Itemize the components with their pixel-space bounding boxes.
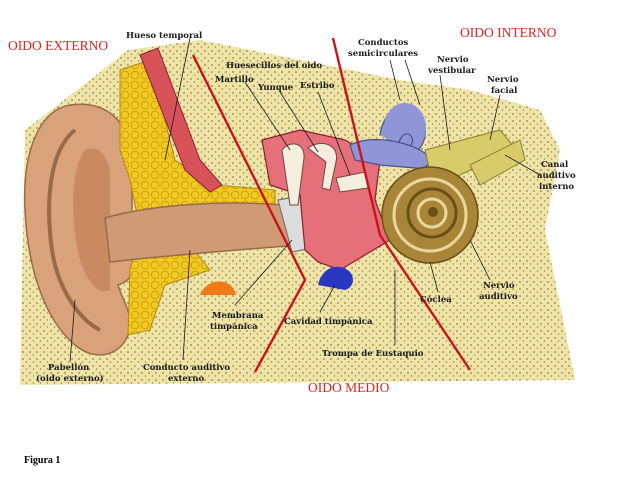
- leader-lines: [69, 37, 541, 363]
- cochlea-shape: [381, 166, 479, 264]
- pinna-fold: [47, 128, 101, 332]
- facial-nerve: [469, 139, 526, 186]
- label-membrane-2: timpánica: [210, 321, 258, 332]
- label-temporal-bone: Hueso temporal: [126, 31, 203, 41]
- temporal-muscle: [139, 47, 223, 193]
- semicircular-canals: [349, 103, 430, 169]
- label-semicircular-2: semicirculares: [348, 49, 418, 59]
- label-vestibular-1: Nervio: [437, 55, 469, 65]
- eustachian-tube: [318, 266, 353, 290]
- label-ossicles: Huesecillos del oido: [226, 61, 322, 71]
- pinna-inner-fold: [73, 148, 110, 292]
- label-auditory-nerve-2: auditivo: [479, 292, 518, 302]
- label-cochlea: Cóclea: [420, 294, 452, 305]
- malleus: [281, 143, 305, 206]
- label-pinna-2: (oido externo): [36, 373, 104, 384]
- figure-caption: Figura 1: [24, 455, 60, 466]
- label-facial-2: facial: [491, 86, 518, 96]
- label-incus: Yunque: [257, 83, 294, 93]
- region-inner-ear: OIDO INTERNO: [460, 25, 557, 40]
- label-membrane-1: Membrana: [212, 311, 264, 321]
- label-canal-1: Canal: [541, 160, 569, 170]
- region-middle-ear: OIDO MEDIO: [308, 380, 390, 395]
- orange-tissue: [200, 281, 236, 295]
- label-facial-1: Nervio: [487, 75, 519, 85]
- label-stapes: Estribo: [300, 81, 335, 91]
- incus: [307, 143, 338, 191]
- region-outer-ear: OIDO EXTERNO: [8, 38, 108, 53]
- label-malleus: Martillo: [215, 75, 254, 85]
- label-vestibular-2: vestibular: [427, 66, 476, 76]
- label-canal-2: auditivo: [537, 171, 576, 181]
- label-tympanic-cavity: Cavidad timpánica: [284, 316, 373, 327]
- label-pinna-1: Pabellón: [48, 362, 89, 373]
- illustration: [20, 40, 575, 385]
- divider-outer-middle: [191, 54, 307, 373]
- label-eustachian: Trompa de Eustaquio: [322, 349, 424, 359]
- divider-middle-inner: [331, 37, 471, 371]
- label-auditory-nerve-1: Nervio: [483, 281, 515, 291]
- label-ear-canal-2: externo: [168, 374, 204, 384]
- label-canal-3: interno: [539, 182, 574, 192]
- label-ear-canal-1: Conducto auditivo: [143, 363, 230, 373]
- ossicles: [281, 143, 369, 206]
- label-semicircular-1: Conductos: [358, 38, 409, 48]
